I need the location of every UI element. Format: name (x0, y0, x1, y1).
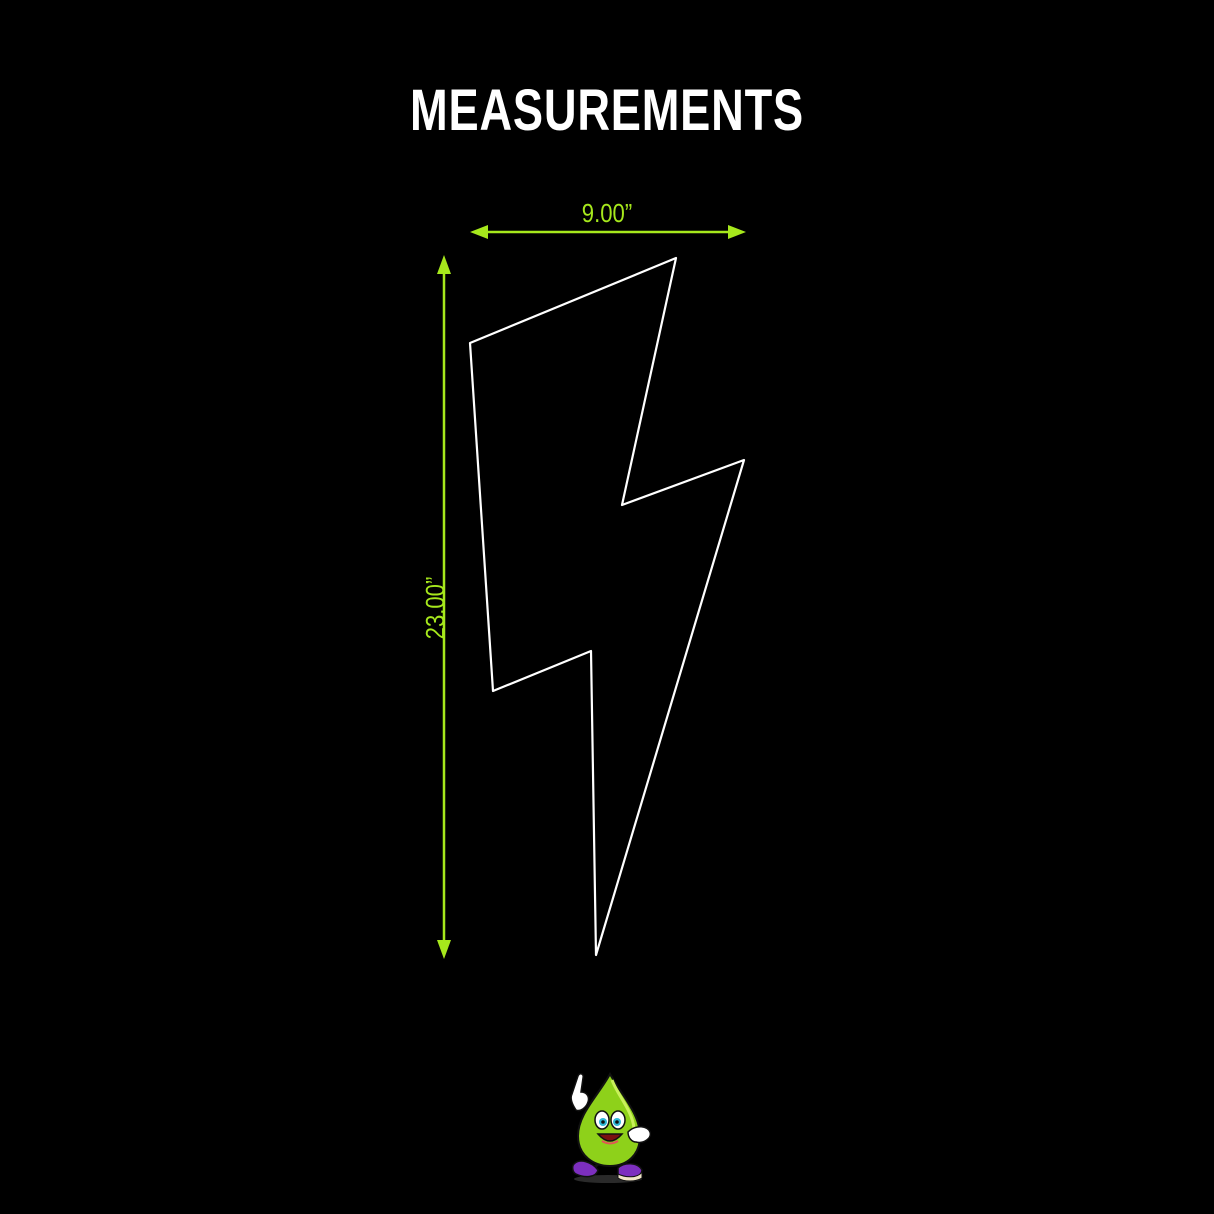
mascot-icon (570, 1071, 652, 1183)
lightning-bolt-outline (468, 256, 746, 957)
arrow-up-icon (437, 255, 451, 274)
arrow-left-icon (470, 225, 488, 239)
arrow-right-icon (728, 225, 746, 239)
width-label: 9.00” (581, 198, 633, 228)
width-dimension-arrow (470, 225, 746, 239)
arrow-down-icon (437, 940, 451, 959)
height-label: 23.00” (420, 576, 450, 640)
page-title: MEASUREMENTS (410, 78, 804, 143)
height-dimension-arrow (437, 255, 451, 959)
